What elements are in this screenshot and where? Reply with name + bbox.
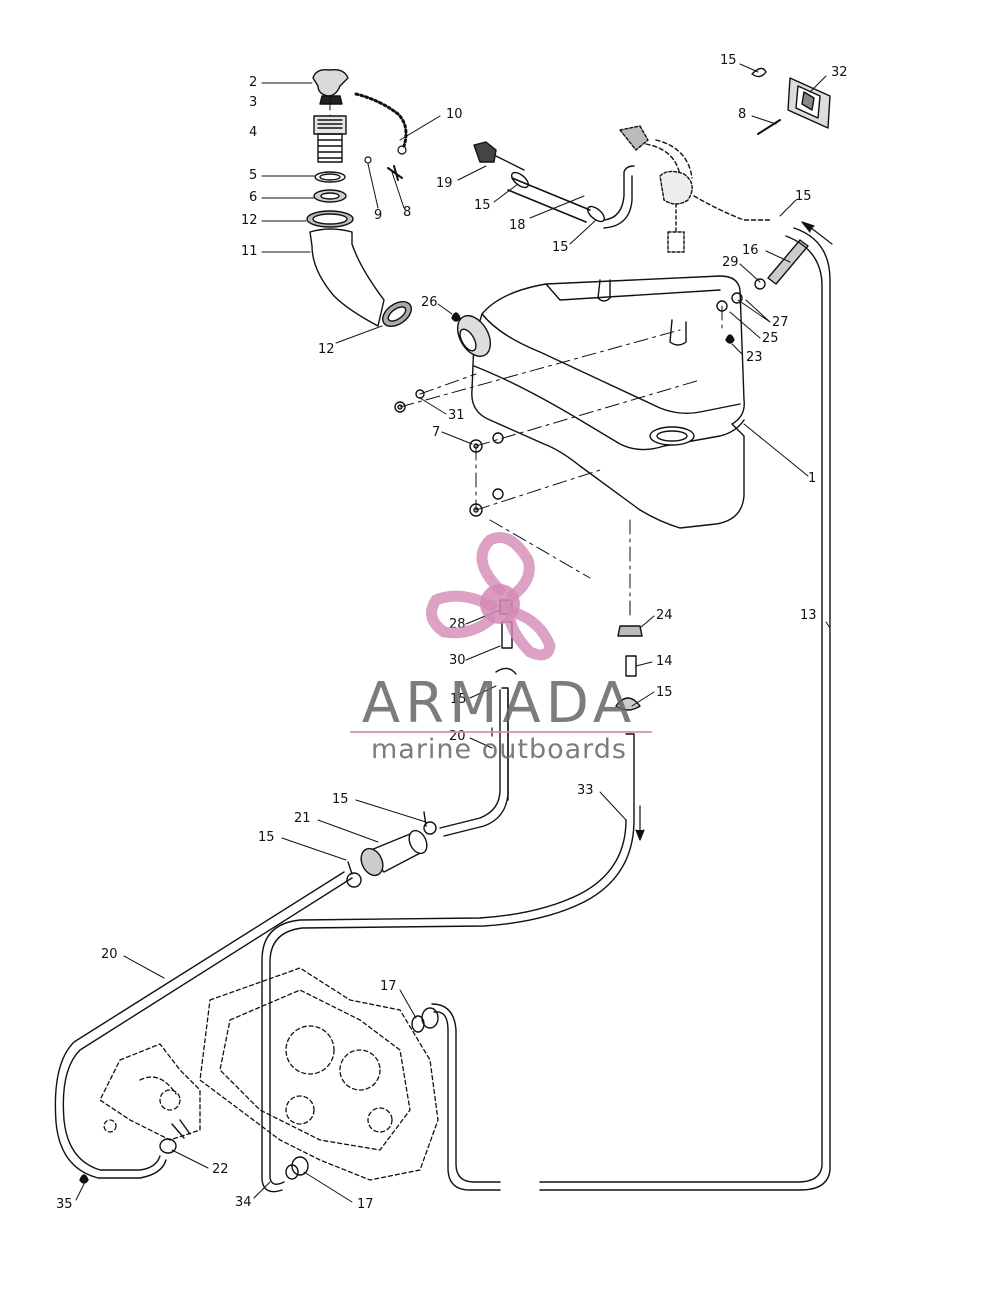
callout-35: 35 (56, 1197, 73, 1212)
callout-12-lower: 12 (318, 342, 335, 357)
fuel-lines (54, 227, 831, 1193)
callout-11: 11 (241, 244, 258, 259)
callout-8-lower: 8 (738, 107, 747, 122)
callout-5: 5 (249, 168, 258, 183)
fuel-filter (346, 811, 437, 888)
filler-cap-assembly (306, 68, 413, 328)
callout-15-c: 15 (720, 53, 737, 68)
callout-18: 18 (509, 218, 526, 233)
center-lines (329, 95, 723, 621)
callout-15-b: 15 (552, 240, 569, 255)
tank-fasteners (79, 239, 809, 1184)
cap-chain (354, 92, 408, 181)
engine-block (99, 967, 439, 1181)
callout-15-e: 15 (656, 685, 673, 700)
callout-17-lower: 17 (357, 1197, 374, 1212)
callout-29: 29 (722, 255, 739, 270)
callout-12-upper: 12 (241, 213, 258, 228)
callout-34: 34 (235, 1195, 252, 1210)
callout-1: 1 (808, 471, 817, 486)
callout-15-d: 15 (795, 189, 812, 204)
callout-17-upper: 17 (380, 979, 397, 994)
callout-15-f: 15 (450, 692, 467, 707)
callout-16: 16 (742, 243, 759, 258)
callout-26: 26 (421, 295, 438, 310)
callout-27: 27 (772, 315, 789, 330)
callout-19: 19 (436, 176, 453, 191)
hose-clamps (159, 1007, 439, 1180)
callout-15-h: 15 (258, 830, 275, 845)
callout-20-lower: 20 (101, 947, 118, 962)
callout-9: 9 (374, 208, 383, 223)
leader-lines (75, 63, 831, 1203)
tank-outlet-fittings (495, 599, 643, 821)
callout-23: 23 (746, 350, 763, 365)
callout-13: 13 (800, 608, 817, 623)
callout-28: 28 (449, 617, 466, 632)
callout-22: 22 (212, 1162, 229, 1177)
callout-15-g: 15 (332, 792, 349, 807)
callout-24: 24 (656, 608, 673, 623)
flow-arrows (491, 221, 833, 841)
callout-2: 2 (249, 75, 258, 90)
fuel-tank (456, 275, 745, 529)
callout-20-upper: 20 (449, 729, 466, 744)
vent-fittings (473, 125, 771, 253)
callout-21: 21 (294, 811, 311, 826)
callout-14: 14 (656, 654, 673, 669)
callout-4: 4 (249, 125, 258, 140)
callout-3: 3 (249, 95, 258, 110)
callout-32: 32 (831, 65, 848, 80)
callout-8-upper: 8 (403, 205, 412, 220)
callout-15-a: 15 (474, 198, 491, 213)
callout-30: 30 (449, 653, 466, 668)
callout-6: 6 (249, 190, 258, 205)
callout-25: 25 (762, 331, 779, 346)
callout-33: 33 (577, 783, 594, 798)
callout-10: 10 (446, 107, 463, 122)
mount-bracket-32 (751, 67, 831, 135)
callout-7: 7 (432, 425, 441, 440)
callout-31: 31 (448, 408, 465, 423)
